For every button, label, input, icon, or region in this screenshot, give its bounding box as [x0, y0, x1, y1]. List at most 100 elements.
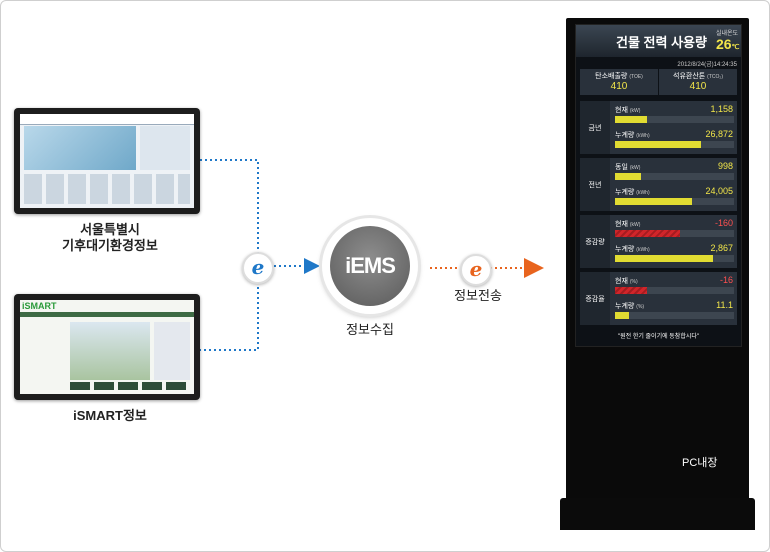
- row-unit: (kW): [629, 165, 641, 171]
- ismart-screen: iSMART: [20, 300, 194, 394]
- map-panel: [24, 126, 136, 170]
- row-value: 11.1: [716, 300, 733, 310]
- row-unit: (kWh): [636, 133, 650, 139]
- row-name: 누계량: [615, 246, 635, 253]
- row-label: 누계량 (kWh): [615, 130, 650, 140]
- seoul-climate-label: 서울특별시 기후대기환경정보: [20, 222, 200, 254]
- usage-section: 증감율 현재 (%) -16 누계량 (%) 11.1: [580, 272, 737, 325]
- usage-bar-fill: [615, 141, 701, 148]
- oil-box: 석유환산톤 (TCO₂) 410: [659, 69, 737, 95]
- side-panel: [140, 126, 190, 170]
- temp-value: 26: [716, 36, 732, 52]
- temp-unit: ℃: [731, 44, 740, 51]
- usage-section: 증감량 현재 (kW) -160 누계량 (kWh) 2,867: [580, 215, 737, 268]
- row-name: 누계량: [615, 132, 635, 139]
- row-unit: (kW): [629, 108, 641, 114]
- content-tiles: [24, 174, 190, 204]
- oil-value: 410: [689, 81, 707, 92]
- kiosk-label: PC내장: [682, 457, 718, 469]
- usage-bar-track: [615, 141, 734, 148]
- row-value: 24,005: [705, 186, 733, 196]
- section-label: 전년: [580, 158, 610, 211]
- row-name: 현재: [615, 278, 628, 285]
- row-name: 누계량: [615, 303, 635, 310]
- usage-bar-fill: [615, 287, 647, 294]
- seoul-climate-monitor: [14, 108, 200, 214]
- ismart-side: [154, 322, 190, 380]
- usage-bar-fill: [615, 312, 629, 319]
- carbon-label: 탄소배출량: [595, 73, 628, 80]
- row-label: 현재 (kW): [615, 105, 640, 115]
- display-title: 건물 전력 사용량: [616, 35, 707, 50]
- kiosk-display: 건물 전력 사용량 실내온도 26℃ 2012/8/24(금)14:24:35 …: [575, 24, 742, 347]
- usage-section: 전년 동일 (kW) 998 누계량 (kWh) 24,005: [580, 158, 737, 211]
- usage-bar-track: [615, 287, 734, 294]
- row-unit: (kWh): [636, 247, 650, 253]
- oil-unit: (TCO₂): [707, 74, 723, 80]
- usage-bar-track: [615, 230, 734, 237]
- row-name: 누계량: [615, 189, 635, 196]
- row-label: 현재 (kW): [615, 219, 640, 229]
- carbon-unit: (TOE): [629, 74, 643, 80]
- row-value: -16: [719, 275, 733, 285]
- usage-bar-fill: [615, 230, 680, 237]
- kiosk-stand: 건물 전력 사용량 실내온도 26℃ 2012/8/24(금)14:24:35 …: [560, 18, 755, 530]
- section-label: 증감율: [580, 272, 610, 325]
- kiosk-base: [560, 498, 755, 530]
- section-label: 증감량: [580, 215, 610, 268]
- row-unit: (kW): [629, 222, 641, 228]
- carbon-box: 탄소배출량 (TOE) 410: [580, 69, 658, 95]
- ie-browser-icon-transfer: e: [460, 254, 492, 286]
- usage-bar-track: [615, 173, 734, 180]
- row-name: 현재: [615, 221, 628, 228]
- row-name: 동일: [615, 164, 628, 171]
- label-line-1: 서울특별시: [80, 222, 140, 237]
- row-value: 26,872: [705, 129, 733, 139]
- row-label: 동일 (kW): [615, 162, 640, 172]
- ie-browser-icon: e: [242, 252, 274, 284]
- ismart-buttons: [70, 382, 190, 390]
- ismart-logo: iSMART: [22, 301, 57, 311]
- row-unit: (kWh): [636, 190, 650, 196]
- row-unit: (%): [629, 279, 638, 285]
- row-value: -160: [714, 218, 733, 228]
- row-label: 누계량 (kWh): [615, 187, 650, 197]
- usage-bar-fill: [615, 255, 713, 262]
- usage-bar-track: [615, 255, 734, 262]
- display-slogan: "원전 한기 줄이기에 동참합시다": [617, 334, 700, 340]
- usage-bar-track: [615, 312, 734, 319]
- row-name: 현재: [615, 107, 628, 114]
- row-label: 누계량 (%): [615, 301, 644, 311]
- top-source-line: [200, 159, 259, 351]
- iems-logo: iEMS: [330, 226, 410, 306]
- site-header: [20, 114, 194, 125]
- row-value: 1,158: [710, 104, 733, 114]
- seoul-climate-screen: [20, 114, 194, 208]
- section-label: 금년: [580, 101, 610, 154]
- usage-bar-fill: [615, 198, 692, 205]
- row-unit: (%): [636, 304, 645, 310]
- temp-label: 실내온도: [716, 31, 739, 37]
- label-line-2: 기후대기환경정보: [62, 238, 158, 253]
- row-value: 998: [717, 161, 733, 171]
- ismart-label: iSMART정보: [73, 408, 147, 423]
- ismart-monitor: iSMART: [14, 294, 200, 400]
- carbon-value: 410: [610, 81, 628, 92]
- transfer-label: 정보전송: [454, 288, 502, 303]
- row-label: 현재 (%): [615, 276, 638, 286]
- oil-label: 석유환산톤: [673, 73, 706, 80]
- iems-label: 정보수집: [346, 322, 394, 337]
- usage-bar-track: [615, 198, 734, 205]
- usage-bar-fill: [615, 116, 647, 123]
- iems-hub: iEMS: [322, 218, 418, 314]
- display-datetime: 2012/8/24(금)14:24:35: [677, 62, 737, 68]
- ismart-nav: [20, 312, 194, 317]
- temp-reading: 26℃: [716, 36, 739, 52]
- usage-section: 금년 현재 (kW) 1,158 누계량 (kWh) 26,872: [580, 101, 737, 154]
- row-label: 누계량 (kWh): [615, 244, 650, 254]
- ismart-hero: [70, 322, 150, 380]
- row-value: 2,867: [710, 243, 733, 253]
- usage-bar-fill: [615, 173, 641, 180]
- display-header: 건물 전력 사용량 실내온도 26℃: [576, 25, 741, 57]
